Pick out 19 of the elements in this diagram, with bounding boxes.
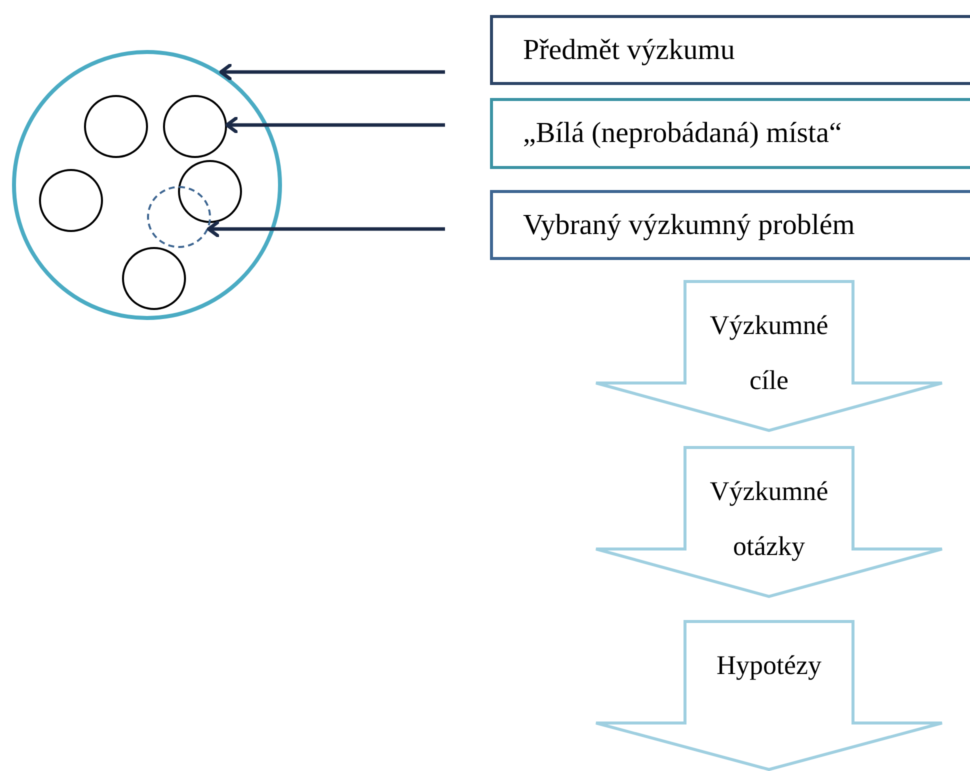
- label-box: Vybraný výzkumný problém: [490, 190, 970, 260]
- arrow: [225, 116, 445, 134]
- dashed-circle: [147, 186, 211, 248]
- circle: [84, 95, 148, 158]
- arrow-label: Hypotézy: [716, 649, 822, 682]
- circle: [163, 95, 227, 158]
- block-arrow: [594, 280, 944, 432]
- circle: [178, 160, 242, 223]
- label-box: „Bílá (neprobádaná) místa“: [490, 98, 970, 169]
- circle: [12, 50, 282, 320]
- block-arrow: [595, 446, 943, 598]
- circle: [122, 247, 186, 310]
- circle: [39, 169, 103, 232]
- arrow-label: Výzkumné cíle: [708, 309, 830, 397]
- block-arrow: [595, 620, 943, 771]
- arrow-label: Výzkumné otázky: [708, 475, 830, 563]
- arrow: [206, 220, 445, 238]
- arrow: [219, 63, 445, 81]
- label-box: Předmět výzkumu: [490, 15, 970, 85]
